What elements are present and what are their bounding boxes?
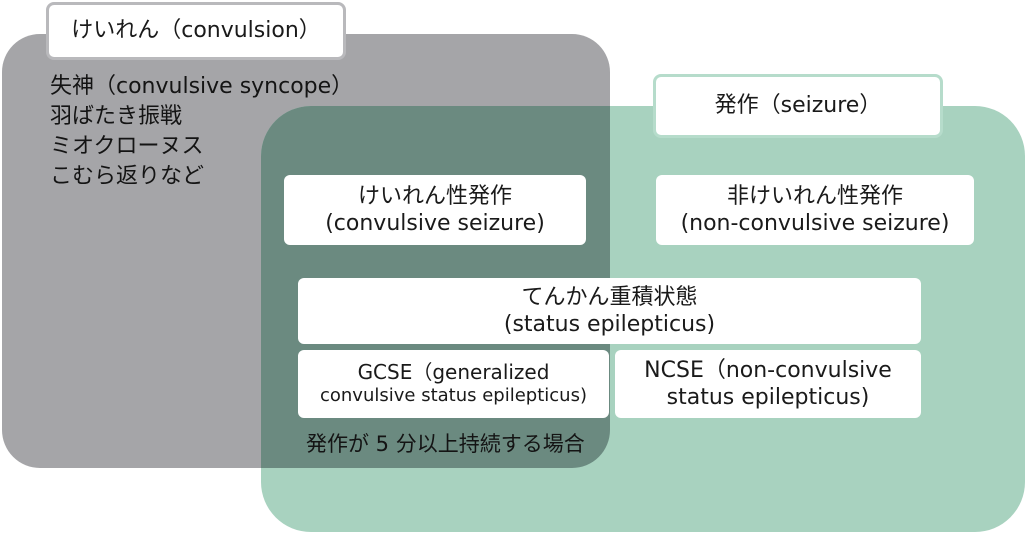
nonconvulsive-seizure-label-en: (non-convulsive seizure)	[680, 211, 950, 236]
ncse-label-line1: NCSE（non-convulsive	[644, 357, 892, 383]
convulsion-title: けいれん（convulsion）	[46, 2, 346, 60]
status-epilepticus-box: てんかん重積状態 (status epilepticus)	[298, 278, 921, 344]
nonconvulsive-seizure-label-ja: 非けいれん性発作	[726, 183, 903, 209]
ncse-label-line2: status epilepticus)	[666, 385, 870, 410]
convulsion-title-text: けいれん（convulsion）	[71, 18, 321, 44]
list-item: ミオクローヌス	[50, 134, 204, 159]
nonconvulsive-seizure-box: 非けいれん性発作 (non-convulsive seizure)	[656, 175, 974, 245]
seizure-title-text: 発作（seizure）	[714, 93, 882, 119]
convulsive-seizure-label-en: (convulsive seizure)	[325, 211, 545, 236]
gcse-duration-note: 発作が 5 分以上持続する場合	[306, 432, 585, 456]
gcse-box: GCSE（generalized convulsive status epile…	[298, 350, 609, 418]
convulsion-examples-list: 失神（convulsive syncope） 羽ばたき振戦 ミオクローヌス こむ…	[50, 72, 353, 192]
ncse-box: NCSE（non-convulsive status epilepticus)	[615, 350, 921, 418]
gcse-label-line1: GCSE（generalized	[357, 360, 550, 385]
convulsive-seizure-label-ja: けいれん性発作	[357, 183, 512, 209]
list-item: 羽ばたき振戦	[50, 104, 183, 129]
seizure-title: 発作（seizure）	[653, 74, 943, 138]
gcse-label-line2: convulsive status epilepticus)	[319, 385, 587, 407]
status-epilepticus-label-ja: てんかん重積状態	[521, 284, 698, 310]
list-item: 失神（convulsive syncope）	[50, 74, 354, 99]
status-epilepticus-label-en: (status epilepticus)	[503, 312, 716, 337]
list-item: こむら返りなど	[50, 164, 205, 189]
convulsive-seizure-box: けいれん性発作 (convulsive seizure)	[284, 175, 586, 245]
